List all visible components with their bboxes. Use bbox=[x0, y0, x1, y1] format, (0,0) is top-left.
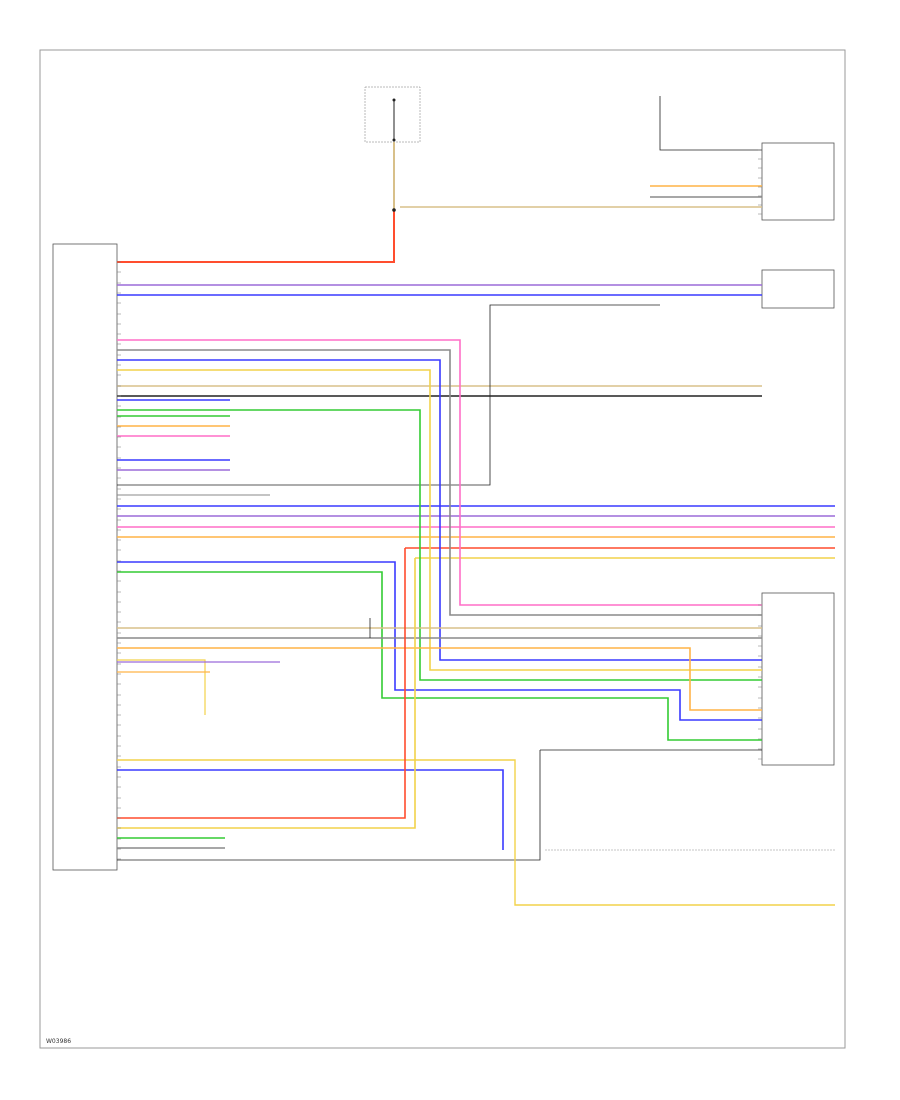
diagram-frame bbox=[39, 49, 846, 1049]
feed-wire-lower bbox=[117, 210, 395, 263]
lower-wires bbox=[117, 548, 835, 906]
pin-ticks bbox=[117, 149, 762, 860]
top-right-wiring bbox=[400, 96, 762, 208]
top-right-connector-box bbox=[761, 142, 835, 221]
right-module-box bbox=[761, 592, 835, 766]
wire-green-2 bbox=[117, 571, 762, 741]
fuse-block bbox=[364, 86, 421, 143]
stub-wires bbox=[117, 399, 280, 673]
wire-blue-5 bbox=[117, 769, 504, 850]
wire-red-2 bbox=[117, 548, 406, 819]
mid-splice-wire bbox=[117, 304, 660, 486]
wire-dark-4 bbox=[117, 749, 762, 861]
wire-blue-4 bbox=[117, 561, 762, 721]
wire-orange-2 bbox=[117, 647, 762, 711]
wire-yellow-2 bbox=[117, 369, 762, 671]
power-feed-wire bbox=[117, 142, 396, 263]
mid-right-connector-box bbox=[761, 269, 835, 309]
wire-gray-1 bbox=[117, 349, 762, 616]
footer-code: W03986 bbox=[46, 1038, 71, 1045]
wire-yellow-3 bbox=[117, 659, 206, 715]
wire-green-1 bbox=[117, 409, 762, 681]
module-link-wires bbox=[117, 339, 762, 861]
wire-blue-3 bbox=[117, 359, 762, 661]
splice-node bbox=[392, 208, 396, 212]
left-module-box bbox=[52, 243, 118, 871]
long-wires bbox=[117, 284, 835, 559]
wire-yellow-4 bbox=[117, 558, 416, 829]
wire-violet-3 bbox=[117, 759, 835, 906]
top-right-bracket bbox=[659, 96, 762, 151]
fuse-block-outline bbox=[364, 86, 421, 143]
wire-pink-2 bbox=[117, 339, 762, 606]
fuse-node-top bbox=[392, 98, 396, 102]
fuse-node-bottom bbox=[392, 138, 396, 142]
